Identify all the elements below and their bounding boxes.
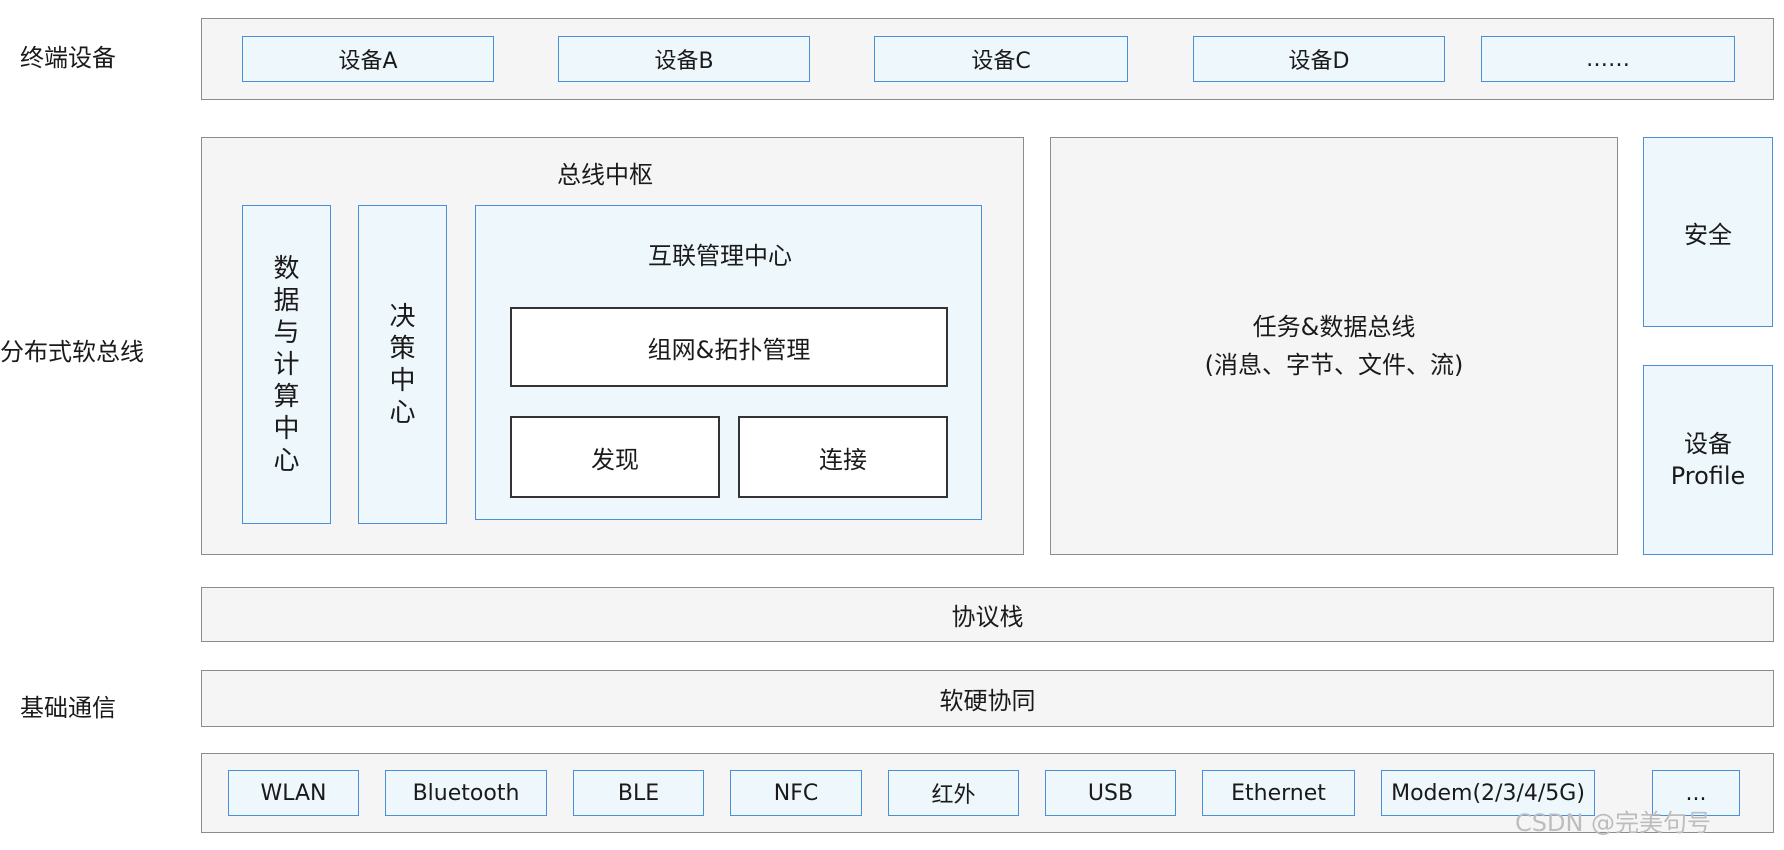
device-a-box: 设备A (242, 36, 494, 82)
device-more-box: …… (1481, 36, 1735, 82)
device-profile-box: 设备 Profile (1643, 365, 1773, 555)
security-box: 安全 (1643, 137, 1773, 327)
comm-item-infrared: 红外 (888, 770, 1019, 816)
comm-item-usb: USB (1045, 770, 1176, 816)
protocol-stack-box: 协议栈 (201, 587, 1774, 642)
data-compute-center-box: 数 据 与 计 算 中 心 (242, 205, 331, 524)
interconnect-management-title: 互联管理中心 (648, 242, 792, 270)
decision-char: 决 (389, 301, 416, 332)
comm-item-modem: Modem(2/3/4/5G) (1381, 770, 1595, 816)
data-compute-char: 心 (273, 445, 300, 476)
comm-item-wlan: WLAN (228, 770, 359, 816)
data-compute-char: 与 (273, 317, 300, 348)
device-b-box: 设备B (558, 36, 810, 82)
device-profile-line1: 设备 (1684, 430, 1732, 458)
connection-box: 连接 (738, 416, 948, 498)
data-compute-char: 数 (273, 253, 300, 284)
task-data-bus-box: 任务&数据总线 (消息、字节、文件、流) (1050, 137, 1618, 555)
data-compute-char: 中 (273, 413, 300, 444)
hw-sw-collaboration-box: 软硬协同 (201, 670, 1774, 727)
task-data-bus-subtitle: (消息、字节、文件、流) (1204, 351, 1464, 379)
bus-hub-title: 总线中枢 (557, 161, 653, 189)
device-d-box: 设备D (1193, 36, 1445, 82)
layer-label-basic: 基础通信 (20, 694, 116, 722)
decision-char: 心 (389, 397, 416, 428)
comm-item-ble: BLE (573, 770, 704, 816)
networking-topology-box: 组网&拓扑管理 (510, 307, 948, 387)
watermark-text: CSDN @完美句号 (1515, 809, 1712, 837)
comm-item-bluetooth: Bluetooth (385, 770, 547, 816)
data-compute-char: 据 (273, 285, 300, 316)
layer-label-distributed: 分布式软总线 (0, 338, 144, 366)
comm-item-more: ... (1652, 770, 1740, 816)
decision-center-box: 决 策 中 心 (358, 205, 447, 524)
discovery-box: 发现 (510, 416, 720, 498)
task-data-bus-title: 任务&数据总线 (1252, 313, 1416, 341)
device-c-box: 设备C (874, 36, 1128, 82)
decision-char: 策 (389, 333, 416, 364)
decision-char: 中 (389, 365, 416, 396)
comm-item-ethernet: Ethernet (1202, 770, 1355, 816)
device-profile-line2: Profile (1670, 462, 1746, 490)
layer-label-terminal: 终端设备 (20, 44, 116, 72)
data-compute-char: 算 (273, 381, 300, 412)
data-compute-char: 计 (273, 349, 300, 380)
comm-item-nfc: NFC (730, 770, 862, 816)
